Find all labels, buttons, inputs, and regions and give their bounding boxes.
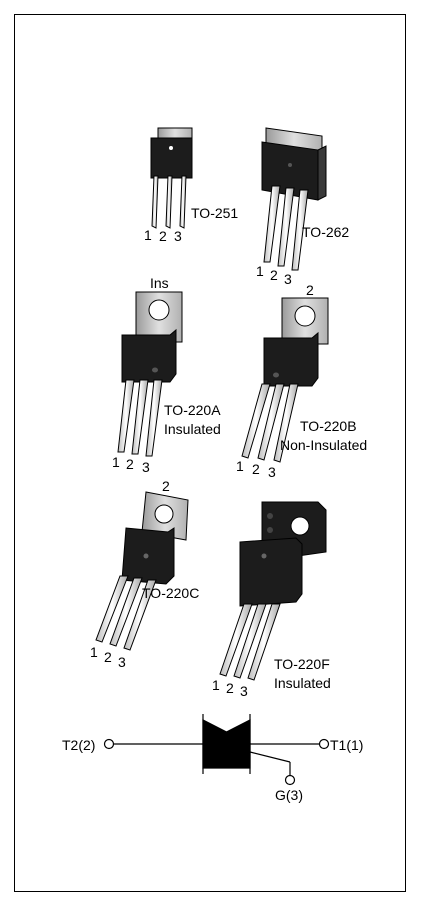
to251-pin-3: 3 (174, 228, 182, 244)
to220f-package (219, 501, 327, 681)
to220c-package (95, 491, 189, 651)
to220b-note: Non-Insulated (280, 437, 368, 453)
to220b-pin-2: 2 (252, 461, 260, 477)
to220b-pin-3: 3 (268, 464, 276, 480)
t2-label: T2(2) (62, 737, 96, 753)
to262-pin-3: 3 (284, 271, 292, 287)
t1-terminal-icon (318, 738, 330, 750)
to220c-pin-2: 2 (104, 649, 112, 665)
figure-frame (14, 14, 406, 892)
to251-pin-2: 2 (159, 228, 167, 244)
to220f-pin-3: 3 (240, 683, 248, 699)
to220f-label: TO-220F (274, 656, 330, 672)
to262-pin-1: 1 (256, 263, 264, 279)
to220b-package (241, 297, 329, 463)
to220a-label: TO-220A (164, 402, 221, 418)
to262-pin-2: 2 (270, 267, 278, 283)
to220f-note: Insulated (274, 675, 331, 691)
to220b-pin-1: 1 (236, 458, 244, 474)
to251-label: TO-251 (191, 205, 239, 221)
to220a-pin-2: 2 (126, 456, 134, 472)
to220a-tab-label: Ins (150, 275, 169, 291)
to220a-pin-1: 1 (112, 454, 120, 470)
to220c-label: TO-220C (142, 585, 200, 601)
to220b-tab-label: 2 (306, 282, 314, 298)
to220a-note: Insulated (164, 421, 221, 437)
to220a-pin-3: 3 (142, 459, 150, 475)
gate-label: G(3) (275, 787, 303, 803)
to262-package (261, 127, 327, 271)
to220c-pin-1: 1 (90, 644, 98, 660)
to220b-label: TO-220B (300, 418, 357, 434)
t1-label: T1(1) (330, 737, 364, 753)
to220c-pin-3: 3 (118, 654, 126, 670)
t2-terminal-icon (103, 738, 115, 750)
to220a-package (117, 291, 183, 457)
to251-pin-1: 1 (144, 227, 152, 243)
to220c-tab-label: 2 (162, 478, 170, 494)
to262-label: TO-262 (302, 224, 350, 240)
triac-symbol (114, 714, 319, 776)
to251-package (150, 127, 193, 229)
to220f-pin-1: 1 (212, 677, 220, 693)
to220f-pin-2: 2 (226, 680, 234, 696)
gate-terminal-icon (284, 774, 296, 786)
